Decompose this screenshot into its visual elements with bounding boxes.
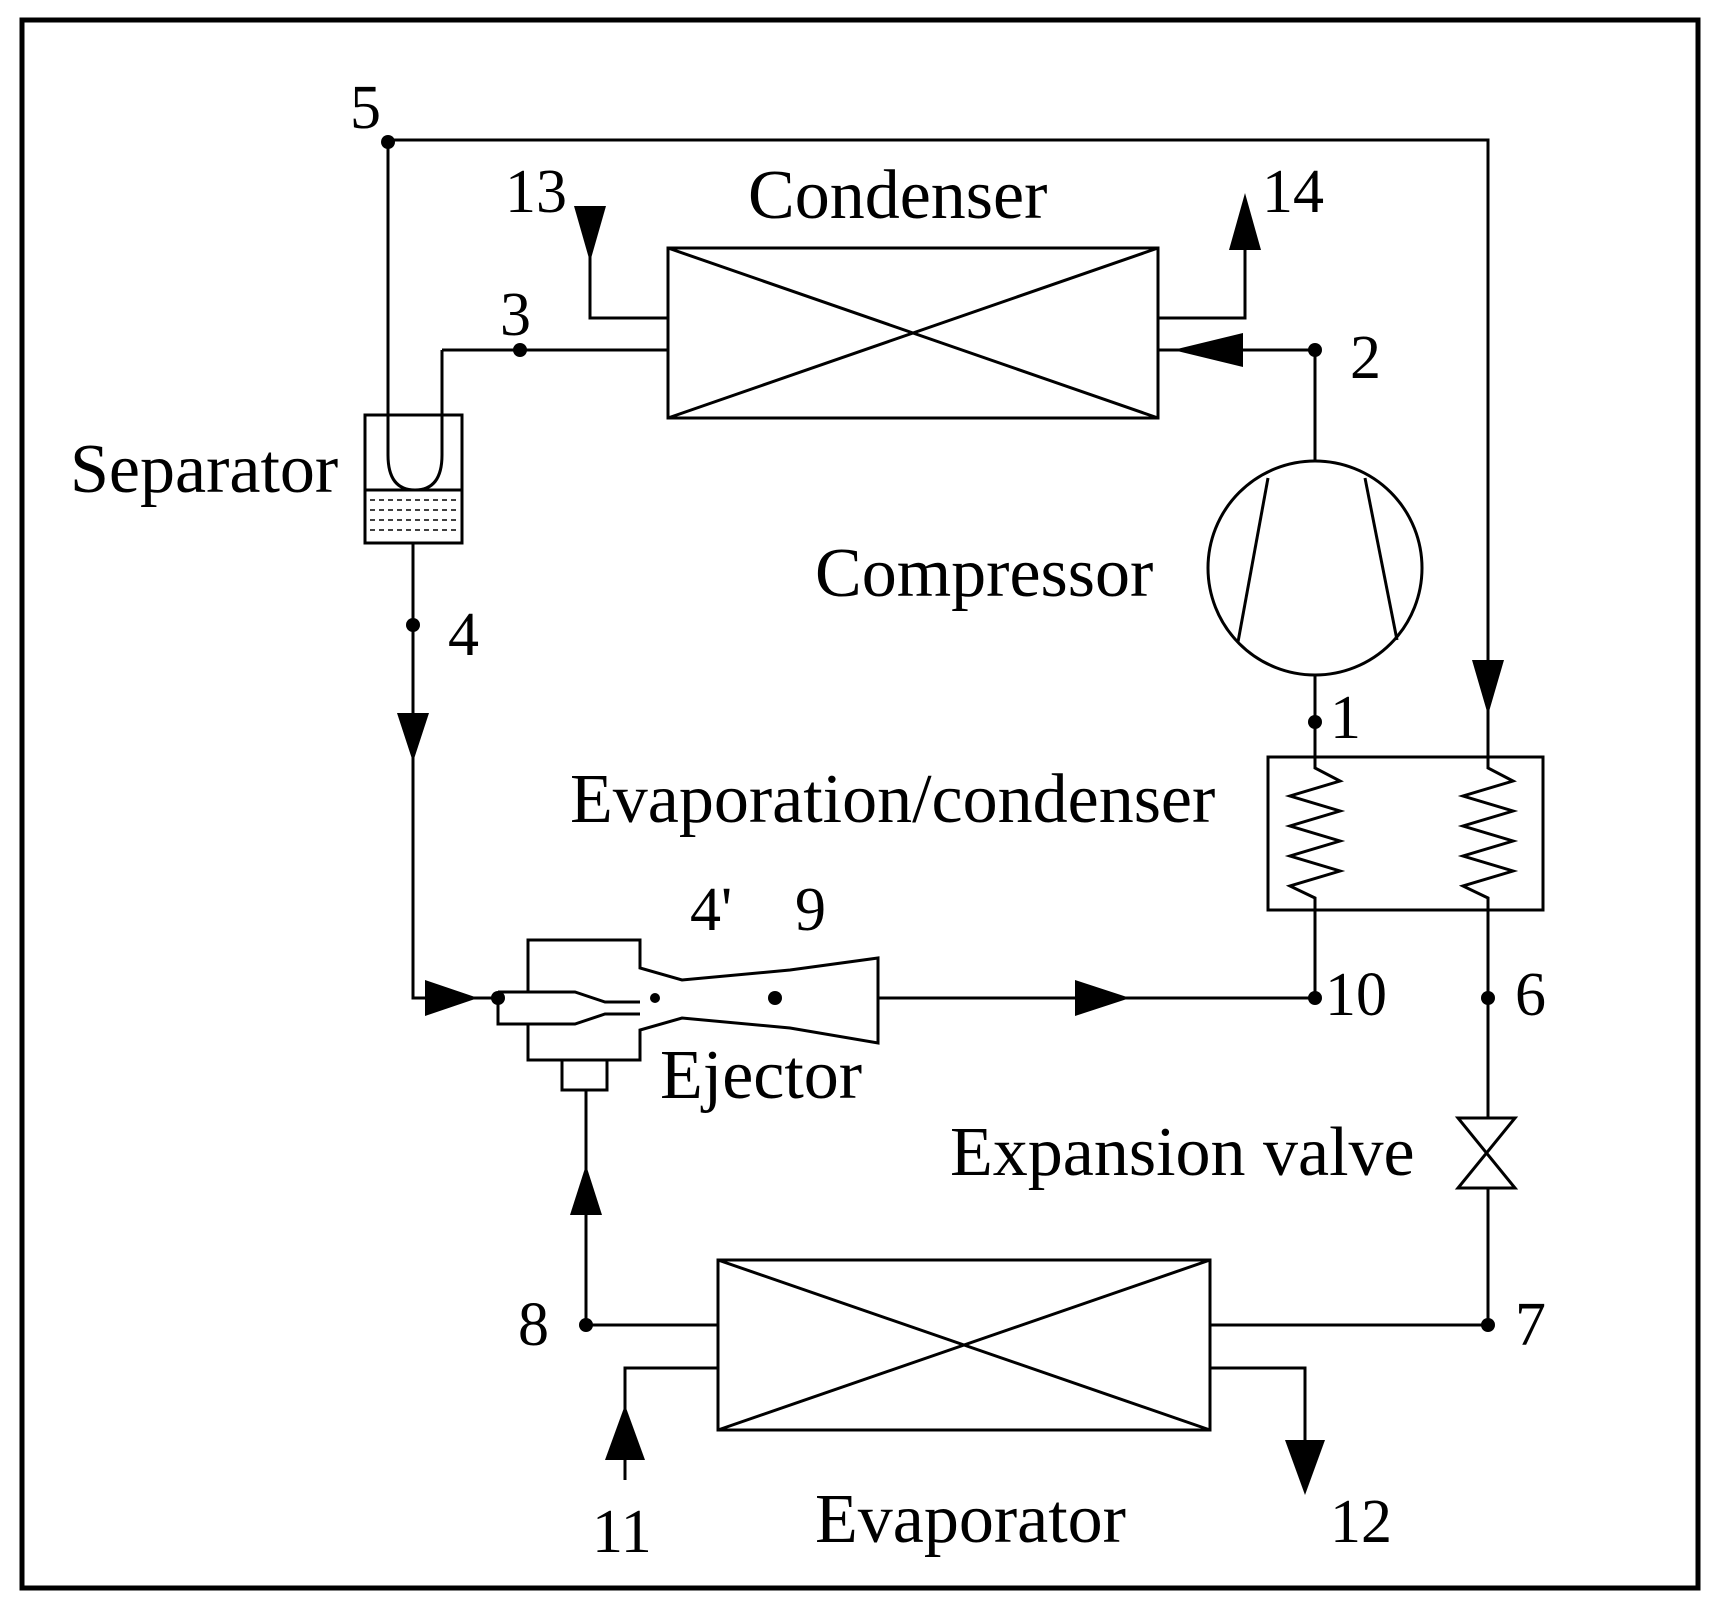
expansion-valve-symbol	[1454, 1116, 1519, 1190]
label-point-9: 9	[795, 876, 826, 944]
arrow-down-13	[574, 206, 606, 262]
label-point-5: 5	[350, 74, 381, 142]
dot-10	[1308, 991, 1322, 1005]
arrow-up-11	[605, 1405, 645, 1460]
flow-arrows	[397, 193, 1504, 1495]
evap-condenser-box	[1266, 755, 1545, 912]
state-points	[381, 135, 1495, 1332]
label-point-4: 4	[448, 601, 479, 669]
dot-4prime	[650, 993, 660, 1003]
arrow-down-4	[397, 713, 429, 762]
compressor-symbol	[1206, 459, 1424, 677]
separator-vessel	[363, 140, 464, 545]
label-point-1: 1	[1330, 684, 1361, 752]
dot-1	[1308, 715, 1322, 729]
dot-4	[406, 618, 420, 632]
ejector-body	[496, 938, 880, 1092]
dot-2	[1308, 343, 1322, 357]
label-point-6: 6	[1515, 961, 1546, 1029]
dot-4-inlet	[491, 991, 505, 1005]
label-point-7: 7	[1515, 1291, 1546, 1359]
arrow-up-14	[1229, 193, 1261, 250]
label-condenser: Condenser	[748, 157, 1047, 234]
label-compressor: Compressor	[815, 535, 1153, 612]
label-point-12: 12	[1330, 1488, 1392, 1556]
label-point-14: 14	[1262, 158, 1324, 226]
label-point-11: 11	[592, 1498, 652, 1566]
dot-3	[513, 343, 527, 357]
label-point-2: 2	[1350, 324, 1381, 392]
arrow-right-4	[425, 980, 478, 1016]
dot-8	[579, 1318, 593, 1332]
arrow-down-5	[1472, 660, 1504, 715]
arrow-down-12	[1285, 1440, 1325, 1495]
label-expansion-valve: Expansion valve	[950, 1114, 1415, 1191]
label-ejector: Ejector	[660, 1037, 862, 1114]
label-point-8: 8	[518, 1291, 549, 1359]
dot-6	[1481, 991, 1495, 1005]
arrow-up-8	[570, 1165, 602, 1215]
dot-9	[768, 991, 782, 1005]
label-evaporator: Evaporator	[815, 1481, 1126, 1558]
label-point-4prime: 4'	[690, 876, 732, 944]
label-point-3: 3	[500, 281, 531, 349]
label-point-10: 10	[1325, 961, 1387, 1029]
arrow-right-10	[1075, 980, 1130, 1016]
label-point-13: 13	[505, 158, 567, 226]
arrow-left-2	[1173, 333, 1243, 367]
label-separator: Separator	[70, 431, 338, 508]
evaporator-box	[716, 1258, 1212, 1432]
label-evap-condenser: Evaporation/condenser	[570, 761, 1215, 838]
condenser-box	[666, 246, 1160, 420]
dot-5	[381, 135, 395, 149]
dot-7	[1481, 1318, 1495, 1332]
figure-border	[19, 17, 1701, 1591]
